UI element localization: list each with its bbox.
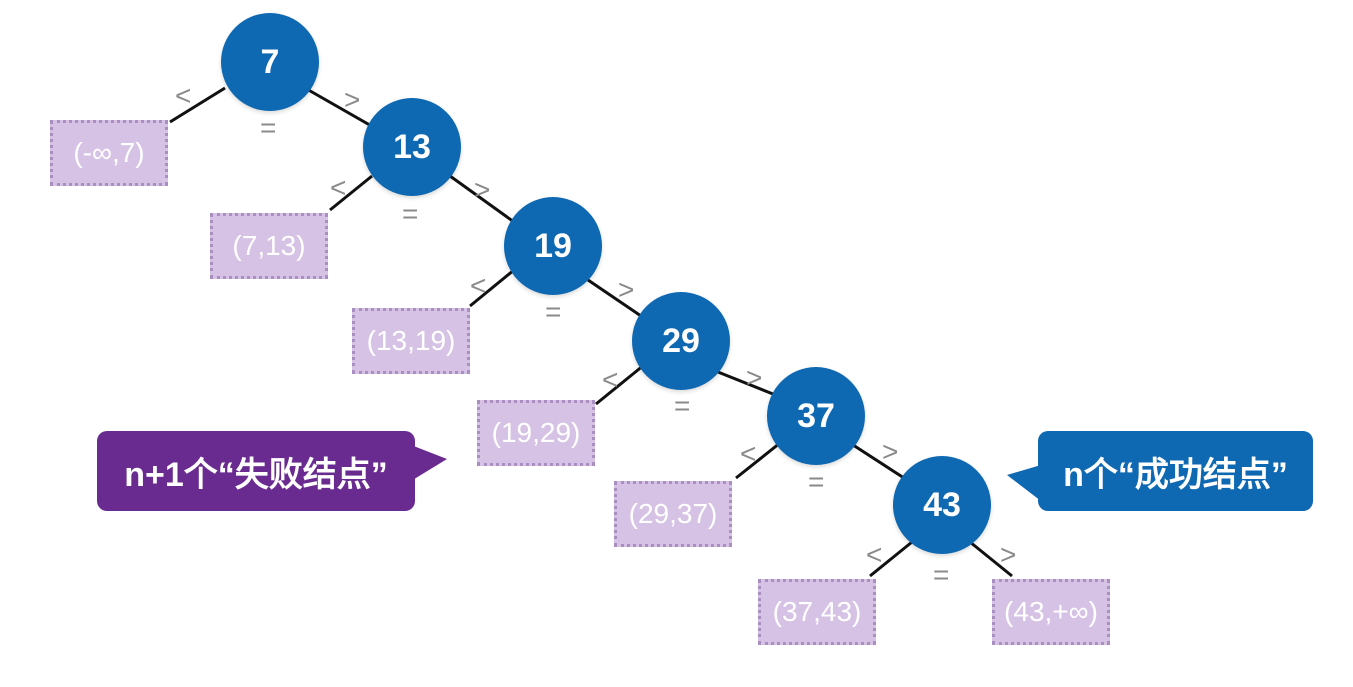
edge-29-left <box>595 363 645 406</box>
node-19: 19 <box>504 197 602 295</box>
success-nodes-callout: n个“成功结点” <box>1007 431 1313 511</box>
node-37: 37 <box>767 367 865 465</box>
less-sign: < <box>175 80 192 111</box>
edge-19-left <box>469 268 515 308</box>
greater-sign: > <box>1000 539 1017 570</box>
edge-19-29 <box>587 278 645 320</box>
node-29: 29 <box>632 292 730 390</box>
edge-7-13 <box>304 86 376 130</box>
node-7: 7 <box>221 13 319 111</box>
less-sign: < <box>330 172 347 203</box>
equal-sign: = <box>545 296 562 327</box>
greater-sign: > <box>344 84 361 115</box>
edge-29-37 <box>717 370 779 398</box>
equal-sign: = <box>402 198 419 229</box>
edge-37-43 <box>849 441 905 480</box>
node-13: 13 <box>363 98 461 196</box>
edge-7-left <box>169 86 226 124</box>
edge-43-left <box>869 540 913 578</box>
greater-sign: > <box>882 436 899 467</box>
failure-leaf: (37,43) <box>758 579 876 645</box>
greater-sign: > <box>746 362 763 393</box>
failure-leaf: (7,13) <box>210 213 328 279</box>
failure-leaf: (13,19) <box>352 308 470 374</box>
callout-tail <box>1007 465 1041 501</box>
equal-sign: = <box>808 466 825 497</box>
greater-sign: > <box>618 274 635 305</box>
edge-13-left <box>329 174 373 212</box>
greater-sign: > <box>474 174 491 205</box>
failure-leaf: (-∞,7) <box>50 120 168 186</box>
failure-callout-text: n+1个“失败结点” <box>124 455 388 494</box>
less-sign: < <box>602 364 619 395</box>
success-callout-text: n个“成功结点” <box>1063 455 1288 494</box>
equal-sign: = <box>933 559 950 590</box>
failure-nodes-callout: n+1个“失败结点” <box>97 431 447 511</box>
edge-13-19 <box>449 174 515 224</box>
failure-leaf: (19,29) <box>477 400 595 466</box>
failure-leaf: (29,37) <box>614 481 732 547</box>
callout-tail <box>411 445 447 481</box>
less-sign: < <box>470 270 487 301</box>
equal-sign: = <box>260 112 277 143</box>
equal-sign: = <box>674 390 691 421</box>
failure-leaf: (43,+∞) <box>992 579 1110 645</box>
node-43: 43 <box>893 456 991 554</box>
less-sign: < <box>866 539 883 570</box>
edge-37-left <box>735 441 781 480</box>
less-sign: < <box>740 438 757 469</box>
edge-43-right <box>969 540 1013 578</box>
